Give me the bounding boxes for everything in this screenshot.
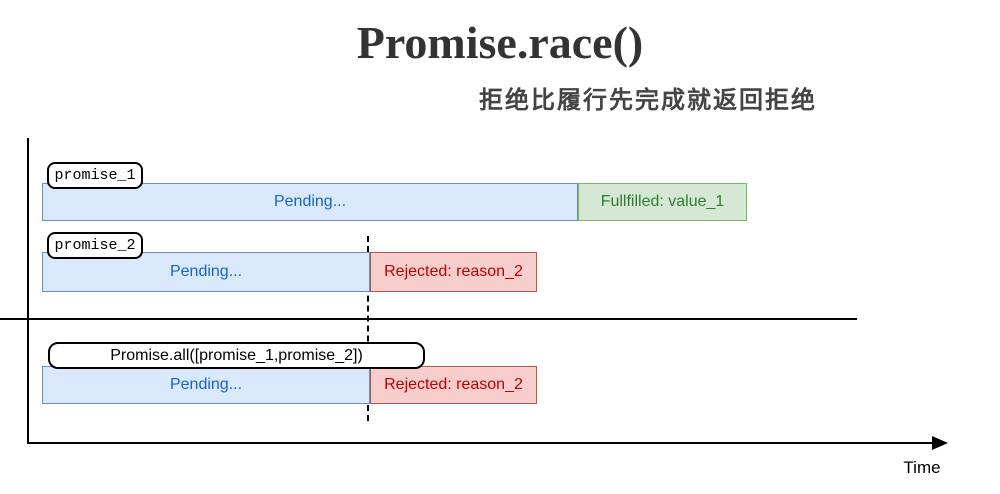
section-divider-line (0, 318, 857, 320)
promise-1-label: promise_1 (47, 162, 143, 189)
promise-all-pending-bar: Pending... (42, 366, 370, 404)
promise-1-pending-bar: Pending... (42, 183, 578, 221)
promise-2-rejected-bar: Rejected: reason_2 (370, 252, 537, 292)
time-axis-line (27, 442, 934, 444)
promise-all-rejected-bar: Rejected: reason_2 (370, 366, 537, 404)
time-axis-label: Time (903, 458, 941, 477)
promise-1-fulfilled-bar: Fullfilled: value_1 (578, 183, 747, 221)
promise-all-label: Promise.all([promise_1,promise_2]) (48, 342, 425, 369)
rejection-moment-dashed-line (367, 236, 369, 421)
time-axis-arrowhead-icon (932, 436, 948, 450)
page-subtitle: 拒绝比履行先完成就返回拒绝 (479, 87, 817, 114)
y-axis-line (27, 138, 29, 444)
promise-2-label: promise_2 (47, 232, 143, 259)
page-title: Promise.race() (356, 17, 644, 68)
